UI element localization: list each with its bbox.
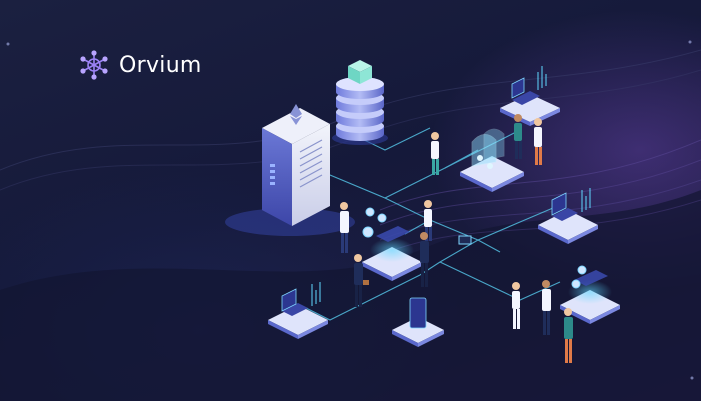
person-group-bottom xyxy=(512,280,573,363)
network-switch xyxy=(458,235,472,245)
screen-station-right-bottom xyxy=(560,265,620,324)
network-nodes-icon xyxy=(80,50,108,80)
brand-logo[interactable]: Orvium xyxy=(78,48,202,82)
laptop-station-bottom-left xyxy=(268,282,328,339)
phone-station-bottom xyxy=(392,297,444,347)
screen-station-center xyxy=(362,207,422,281)
database-stack xyxy=(332,60,388,145)
person-doctor-1 xyxy=(431,132,439,175)
laptop-station-top-right xyxy=(500,66,560,126)
glass-screen-station xyxy=(460,128,524,192)
laptop-station-right xyxy=(538,188,598,244)
blockchain-server xyxy=(225,104,355,236)
person-doctor-2 xyxy=(340,202,349,253)
brand-name: Orvium xyxy=(119,52,202,78)
person-business xyxy=(354,254,369,307)
data-cube-icon xyxy=(348,60,372,84)
person-pair-top xyxy=(514,114,542,165)
people-figures xyxy=(340,114,573,363)
person-pair-center xyxy=(420,200,432,287)
ethereum-icon xyxy=(290,104,302,125)
